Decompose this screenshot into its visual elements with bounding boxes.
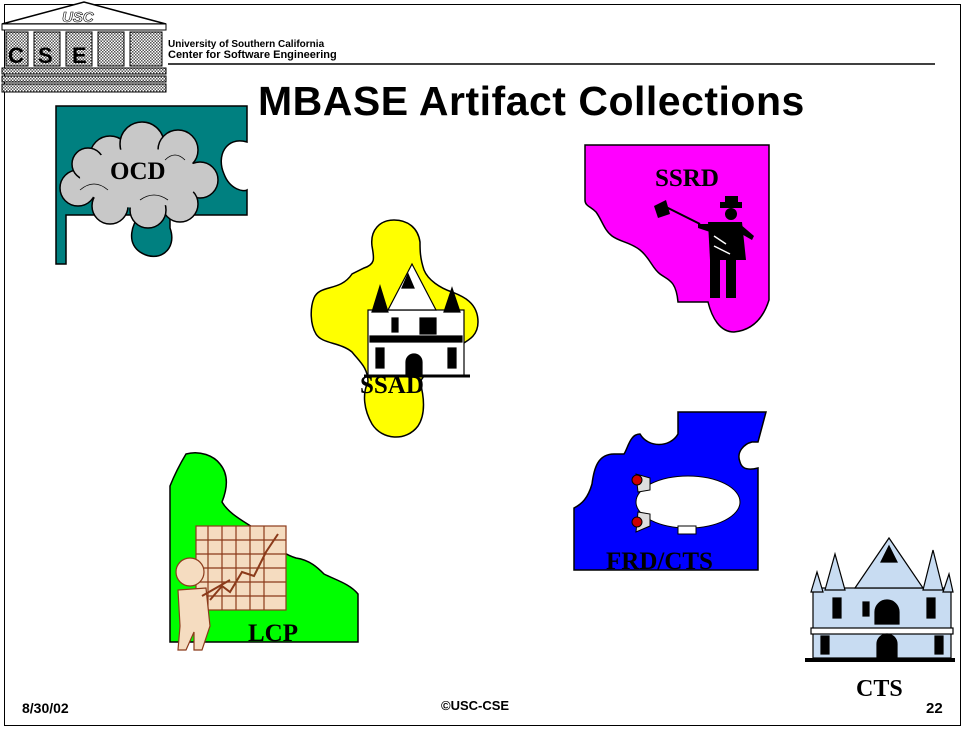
footer-date: 8/30/02 xyxy=(22,700,69,716)
ssad-label: SSAD xyxy=(360,372,424,399)
ssrd-label: SSRD xyxy=(655,165,719,192)
ssad-puzzle-piece xyxy=(310,219,479,438)
university-name: University of Southern California xyxy=(168,39,325,50)
presenter-with-chart-icon xyxy=(175,525,287,651)
logo-letter-s: S xyxy=(38,43,53,68)
logo-letter-c: C xyxy=(8,43,24,68)
frd-cts-puzzle-piece xyxy=(573,411,767,571)
lcp-puzzle-piece xyxy=(169,452,359,651)
center-name: Center for Software Engineering xyxy=(168,49,337,61)
logo-letter-e: E xyxy=(72,43,87,68)
ocd-puzzle-piece xyxy=(55,105,248,265)
logo-usc-text: USC xyxy=(62,9,95,26)
frd-cts-label: FRD/CTS xyxy=(606,548,713,575)
castle-icon xyxy=(364,262,470,378)
castle-icon xyxy=(805,536,955,662)
usc-cse-logo: USC C S E xyxy=(1,1,167,93)
footer-copyright: ©USC-CSE xyxy=(441,698,510,713)
man-with-flag-icon xyxy=(654,196,754,298)
ocd-label: OCD xyxy=(110,158,166,185)
cts-label: CTS xyxy=(856,676,903,702)
lcp-label: LCP xyxy=(248,620,298,647)
blimp-icon xyxy=(631,473,741,535)
slide-title: MBASE Artifact Collections xyxy=(258,78,805,124)
ssrd-puzzle-piece xyxy=(584,144,770,333)
ssrd-piece-shape xyxy=(584,144,770,333)
page-number: 22 xyxy=(926,700,943,717)
cts-castle-illustration xyxy=(805,536,955,662)
cloud-icon xyxy=(59,121,219,229)
